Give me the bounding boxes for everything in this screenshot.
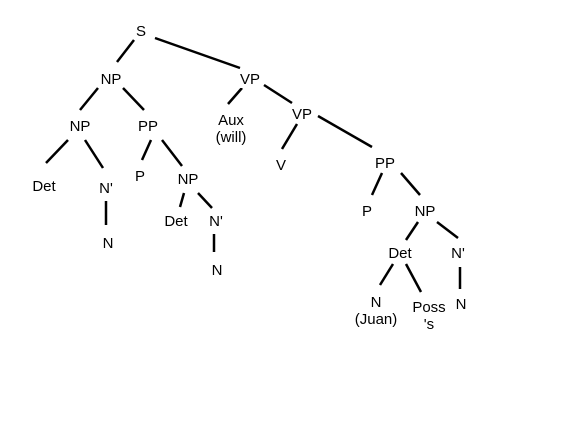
edge-np-np [79,87,99,111]
node-aux-word: (will) [215,129,247,146]
node-vp-lower: VP [290,106,314,123]
node-n-1: N [101,235,115,252]
edge-pp-np-2 [400,172,421,196]
node-poss: Poss 's [411,299,447,333]
node-nbar-3: N' [450,245,466,262]
node-aux: Aux (will) [214,112,248,146]
edge-s-np [116,39,135,63]
node-v: V [274,157,288,174]
edge-np-det-2 [178,192,186,208]
edge-det-n-juan [378,263,395,286]
edge-np-det-3 [404,221,420,241]
edge-np-det [45,139,69,164]
edge-vp-v [280,123,299,150]
edge-np-nbar-3 [436,221,459,239]
node-n-2: N [210,262,224,279]
node-np-in-pp: NP [176,171,200,188]
edge-np-pp [122,87,145,111]
node-s: S [134,23,148,40]
node-det-3: Det [387,245,413,262]
node-pp-subject: PP [136,118,160,135]
node-n-4: N [454,296,468,313]
edge-vp-aux [227,87,243,105]
edge-np-nbar-2 [197,192,213,209]
node-np-inner: NP [68,118,92,135]
node-poss-word: 's [423,316,435,333]
edge-vp-vp [263,83,293,105]
node-n-juan-word: (Juan) [354,311,398,328]
node-nbar-2: N' [208,213,224,230]
edge-det-poss [404,263,423,293]
node-det-2: Det [163,213,189,230]
node-pp-object: PP [373,155,397,172]
edge-pp-p [140,139,153,161]
node-aux-label: Aux [218,112,244,129]
edge-vp-pp [317,114,373,149]
node-n-juan-label: N [370,294,382,311]
edge-s-vp [154,36,241,70]
node-n-juan: N (Juan) [353,294,399,328]
edge-pp-p-2 [370,172,384,196]
node-poss-label: Poss [412,299,446,316]
node-vp-top: VP [238,71,262,88]
node-np-object: NP [413,203,437,220]
node-p-2: P [360,203,374,220]
node-p-1: P [133,168,147,185]
node-np-subject: NP [99,71,123,88]
node-nbar-1: N' [98,180,114,197]
node-det-1: Det [31,178,57,195]
edge-pp-np [161,139,183,167]
edge-np-nbar [83,139,105,169]
